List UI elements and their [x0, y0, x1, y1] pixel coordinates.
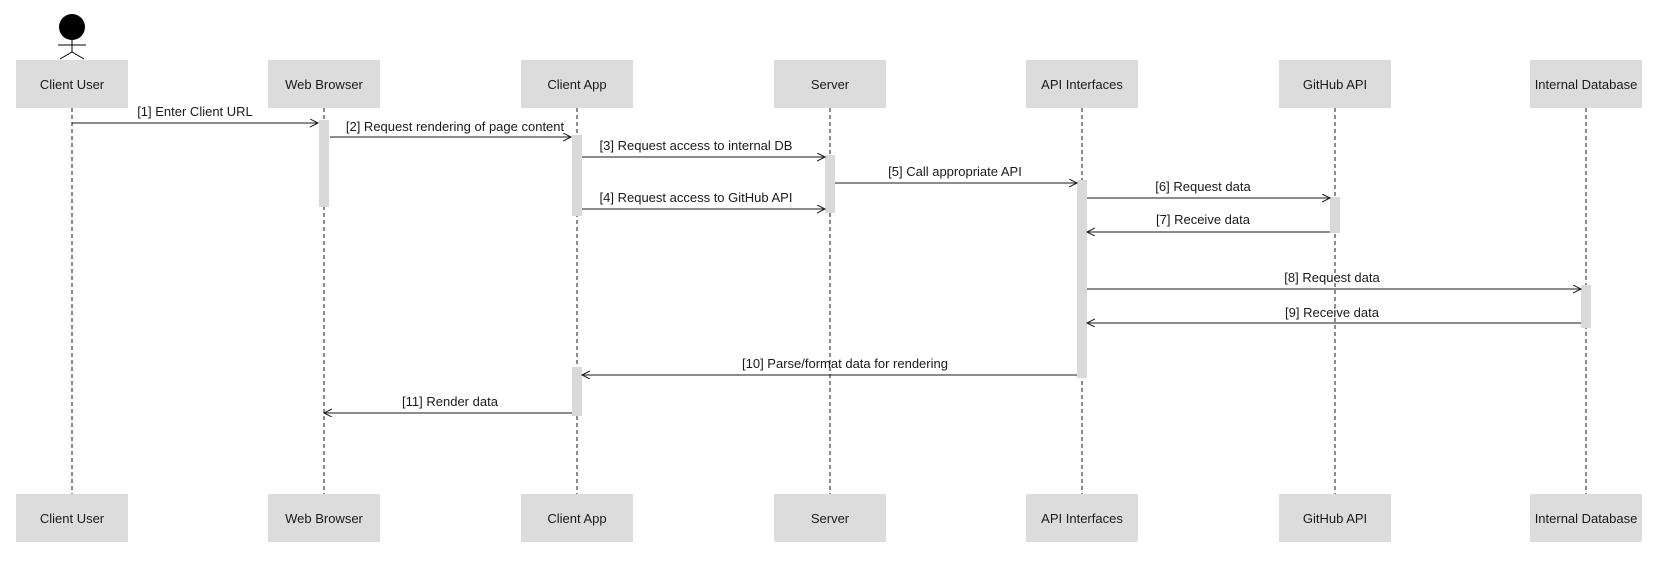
participant-client-app-bottom: Client App — [521, 494, 633, 542]
activation-bar-web-browser — [319, 120, 329, 207]
activation-bar-api-interfaces — [1077, 180, 1087, 378]
message-label-7: [7] Receive data — [1156, 212, 1251, 227]
message-label-1: [1] Enter Client URL — [137, 104, 253, 119]
participant-web-browser-bottom: Web Browser — [268, 494, 380, 542]
message-label-5: [5] Call appropriate API — [888, 164, 1022, 179]
activation-bar-client-app-render — [572, 367, 582, 416]
actor-head — [59, 14, 85, 40]
activation-bar-server — [825, 155, 835, 213]
messages-layer: [1] Enter Client URL [2] Request renderin… — [72, 104, 1581, 413]
participant-github-api-bottom: GitHub API — [1279, 494, 1391, 542]
message-label-4: [4] Request access to GitHub API — [600, 190, 793, 205]
message-label-10: [10] Parse/format data for rendering — [742, 356, 948, 371]
participant-internal-database-top: Internal Database — [1530, 60, 1642, 108]
message-label-2: [2] Request rendering of page content — [346, 119, 565, 134]
activation-bar-client-app — [572, 135, 582, 216]
activations-layer — [319, 120, 1591, 416]
message-label-11: [11] Render data — [402, 394, 499, 409]
participant-github-api-top: GitHub API — [1279, 60, 1391, 108]
participant-client-app-top: Client App — [521, 60, 633, 108]
participant-internal-database-bottom: Internal Database — [1530, 494, 1642, 542]
participant-api-interfaces-top: API Interfaces — [1026, 60, 1138, 108]
actor-left-leg — [59, 51, 73, 60]
participant-client-user-bottom: Client User — [16, 494, 128, 542]
activation-bar-github-api — [1330, 197, 1340, 233]
message-label-8: [8] Request data — [1284, 270, 1380, 285]
participant-server-bottom: Server — [774, 494, 886, 542]
participant-api-interfaces-bottom: API Interfaces — [1026, 494, 1138, 542]
participant-client-user-top: Client User — [16, 60, 128, 108]
participant-server-top: Server — [774, 60, 886, 108]
message-label-9: [9] Receive data — [1285, 305, 1380, 320]
actor-figure — [58, 14, 86, 60]
participant-web-browser-top: Web Browser — [268, 60, 380, 108]
message-label-3: [3] Request access to internal DB — [600, 138, 793, 153]
actor-right-leg — [71, 51, 85, 60]
message-label-6: [6] Request data — [1155, 179, 1251, 194]
activation-bar-internal-database — [1581, 285, 1591, 328]
